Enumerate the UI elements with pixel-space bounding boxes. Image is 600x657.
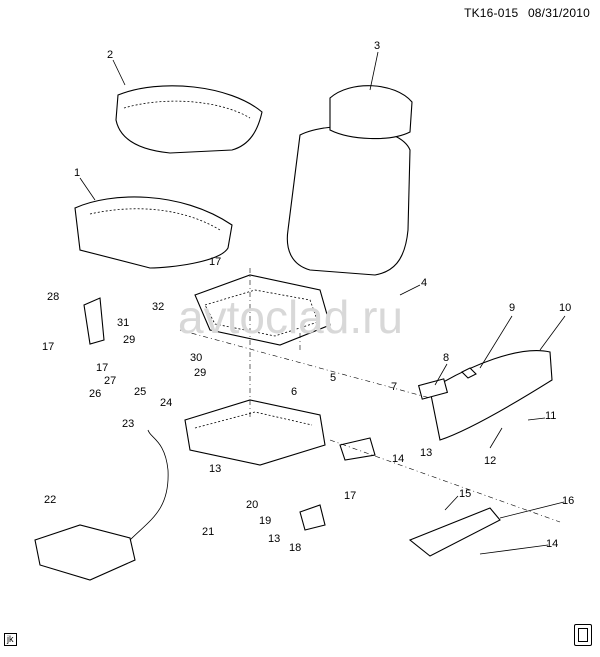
- callout-17a: 17: [209, 256, 222, 268]
- callout-13c: 13: [268, 533, 281, 545]
- callout-17b: 17: [42, 341, 55, 353]
- callout-13a: 13: [420, 447, 433, 459]
- callout-13b: 13: [209, 463, 222, 475]
- callout-2: 2: [107, 49, 114, 61]
- callout-25: 25: [134, 386, 147, 398]
- callout-11: 11: [545, 410, 557, 422]
- callout-21: 21: [202, 526, 215, 538]
- callout-12: 12: [484, 455, 497, 467]
- callout-19: 19: [259, 515, 272, 527]
- wiring-harness: [34, 524, 136, 581]
- callout-8: 8: [443, 352, 450, 364]
- lower-bracket: [299, 504, 326, 531]
- callout-5: 5: [330, 372, 337, 384]
- callout-17c: 17: [96, 362, 109, 374]
- callout-26: 26: [89, 388, 102, 400]
- track-cover: [408, 507, 501, 557]
- callout-28: 28: [47, 291, 60, 303]
- mounting-bracket: [339, 437, 376, 461]
- callout-27: 27: [104, 375, 117, 387]
- control-knob: [461, 367, 477, 379]
- diagram-date: 08/31/2010: [527, 6, 590, 20]
- callout-17d: 17: [344, 490, 357, 502]
- callout-20: 20: [246, 499, 259, 511]
- callout-6: 6: [291, 386, 298, 398]
- callout-9: 9: [509, 302, 516, 314]
- callout-30: 30: [190, 352, 203, 364]
- callout-24: 24: [160, 397, 173, 409]
- callout-16: 16: [562, 495, 575, 507]
- callout-31: 31: [117, 317, 130, 329]
- seat-frame: [194, 274, 331, 346]
- callout-14a: 14: [392, 453, 405, 465]
- headrest: [329, 85, 413, 140]
- seat-cushion-pad: [74, 196, 233, 269]
- callout-22: 22: [44, 494, 57, 506]
- callout-1: 1: [74, 167, 81, 179]
- callout-10: 10: [559, 302, 572, 314]
- callout-23: 23: [122, 418, 135, 430]
- callout-4: 4: [421, 277, 428, 289]
- callout-7: 7: [391, 381, 398, 393]
- recline-lever: [83, 297, 105, 345]
- callout-29a: 29: [123, 334, 136, 346]
- callout-29b: 29: [194, 367, 207, 379]
- callout-18: 18: [289, 542, 302, 554]
- callout-3: 3: [374, 40, 381, 52]
- callout-32: 32: [152, 301, 165, 313]
- seat-switch: [417, 378, 449, 400]
- corner-tag: jk: [4, 633, 17, 646]
- callout-15: 15: [459, 488, 472, 500]
- callout-14b: 14: [546, 538, 559, 550]
- diagram-header: TK16-015 08/31/2010: [458, 6, 590, 20]
- diagram-id: TK16-015: [464, 6, 519, 20]
- side-shield-panel: [429, 350, 553, 441]
- manufacturer-logo-icon: [574, 624, 592, 646]
